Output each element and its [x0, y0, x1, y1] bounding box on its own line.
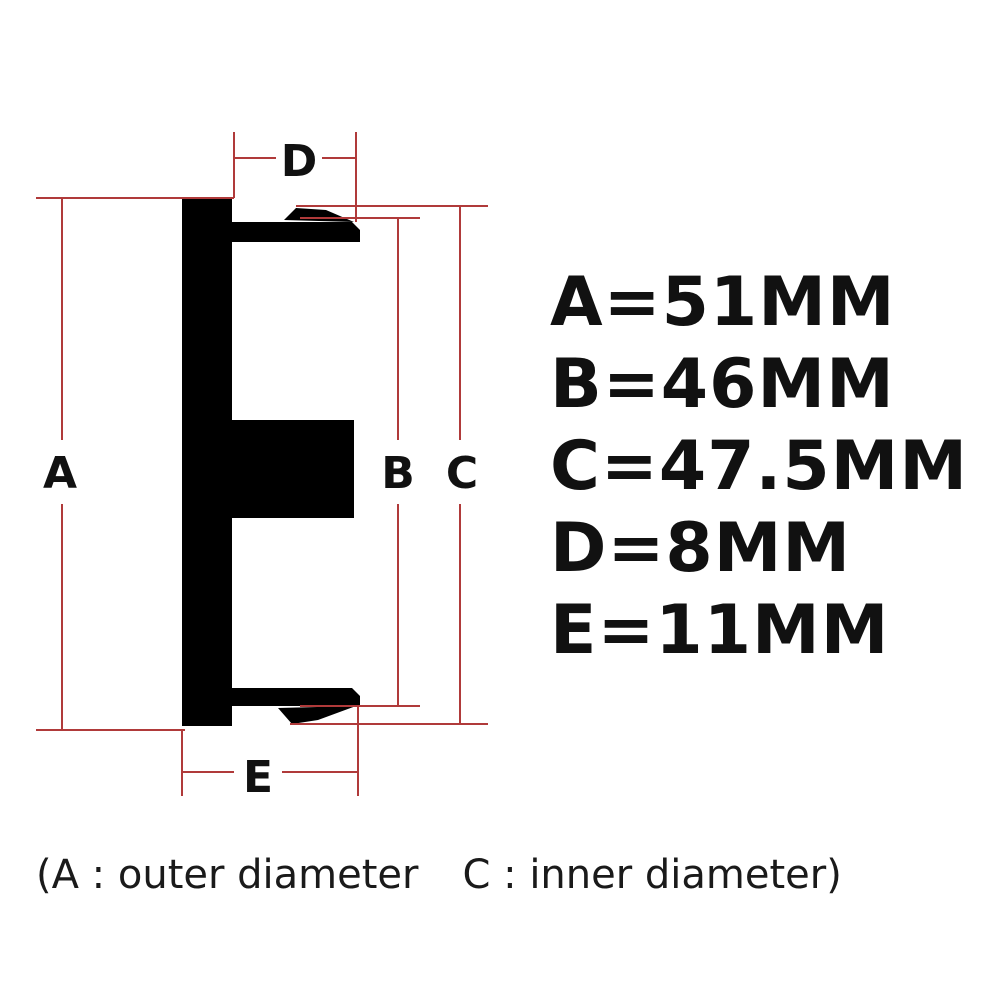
- bottom-clip-arm: [232, 688, 360, 706]
- caption-inner-diameter: C : inner diameter): [462, 852, 842, 898]
- spec-e: E=11MM: [550, 591, 890, 670]
- cap-profile: [182, 198, 360, 726]
- dim-label-b: B: [381, 448, 415, 499]
- center-hub: [232, 420, 354, 518]
- cap-face-plate: [182, 198, 232, 726]
- dim-label-c: C: [446, 448, 478, 499]
- bottom-clip-tooth: [278, 706, 356, 724]
- spec-b: B=46MM: [550, 345, 895, 424]
- spec-a: A=51MM: [550, 263, 896, 342]
- caption-outer-diameter: (A : outer diameter: [36, 852, 419, 898]
- dim-label-d: D: [281, 136, 318, 187]
- diameter-caption: (A : outer diameter C : inner diameter): [36, 852, 842, 898]
- dim-label-e: E: [243, 752, 273, 803]
- dimension-lines: [36, 132, 488, 796]
- spec-c: C=47.5MM: [550, 427, 968, 506]
- dimension-spec-list: A=51MM B=46MM C=47.5MM D=8MM E=11MM: [550, 262, 968, 672]
- top-clip-arm: [232, 222, 360, 242]
- dim-label-a: A: [43, 448, 77, 499]
- top-clip-tooth: [284, 208, 354, 222]
- spec-d: D=8MM: [550, 509, 852, 588]
